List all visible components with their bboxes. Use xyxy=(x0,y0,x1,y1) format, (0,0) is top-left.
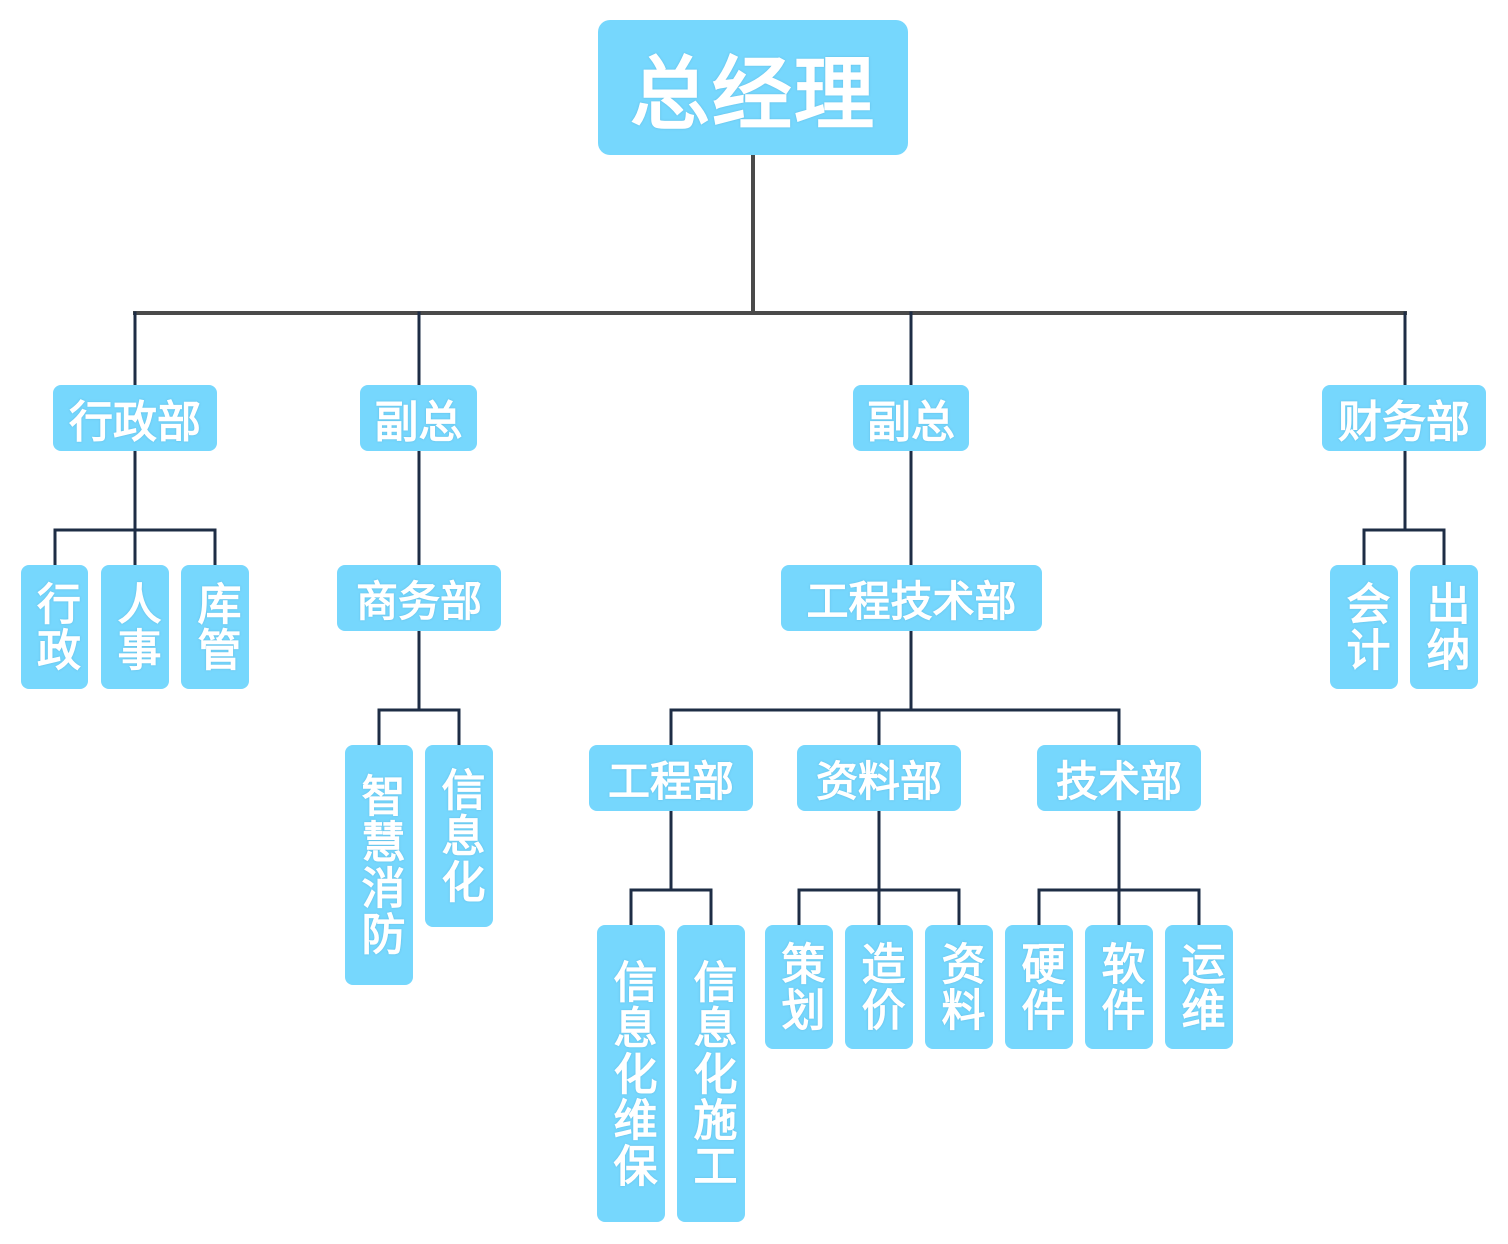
node-documentation: 资料 xyxy=(925,925,993,1049)
node-cashier: 出纳 xyxy=(1410,565,1478,689)
node-general-manager: 总经理 xyxy=(598,20,908,155)
node-vp-engineering: 副总 xyxy=(853,385,969,451)
node-vp-business: 副总 xyxy=(360,385,477,451)
node-it-construction: 信息化施工 xyxy=(677,925,745,1222)
node-planning: 策划 xyxy=(765,925,833,1049)
node-admin-dept: 行政部 xyxy=(53,385,217,451)
node-business-dept: 商务部 xyxy=(337,565,501,631)
node-technical-dept: 技术部 xyxy=(1037,745,1201,811)
node-business-smart-fire: 智慧消防 xyxy=(345,745,413,985)
node-engineering-dept: 工程部 xyxy=(589,745,753,811)
node-admin-administration: 行政 xyxy=(21,565,88,689)
node-admin-hr: 人事 xyxy=(101,565,169,689)
node-hardware: 硬件 xyxy=(1005,925,1073,1049)
node-business-it: 信息化 xyxy=(425,745,493,927)
node-costing: 造价 xyxy=(845,925,913,1049)
node-finance-dept: 财务部 xyxy=(1322,385,1486,451)
node-accounting: 会计 xyxy=(1330,565,1398,689)
node-operations: 运维 xyxy=(1165,925,1233,1049)
node-it-maintenance: 信息化维保 xyxy=(597,925,665,1222)
node-documents-dept: 资料部 xyxy=(797,745,961,811)
node-software: 软件 xyxy=(1085,925,1153,1049)
node-engineering-tech-dept: 工程技术部 xyxy=(781,565,1042,631)
node-admin-warehouse: 库管 xyxy=(181,565,249,689)
